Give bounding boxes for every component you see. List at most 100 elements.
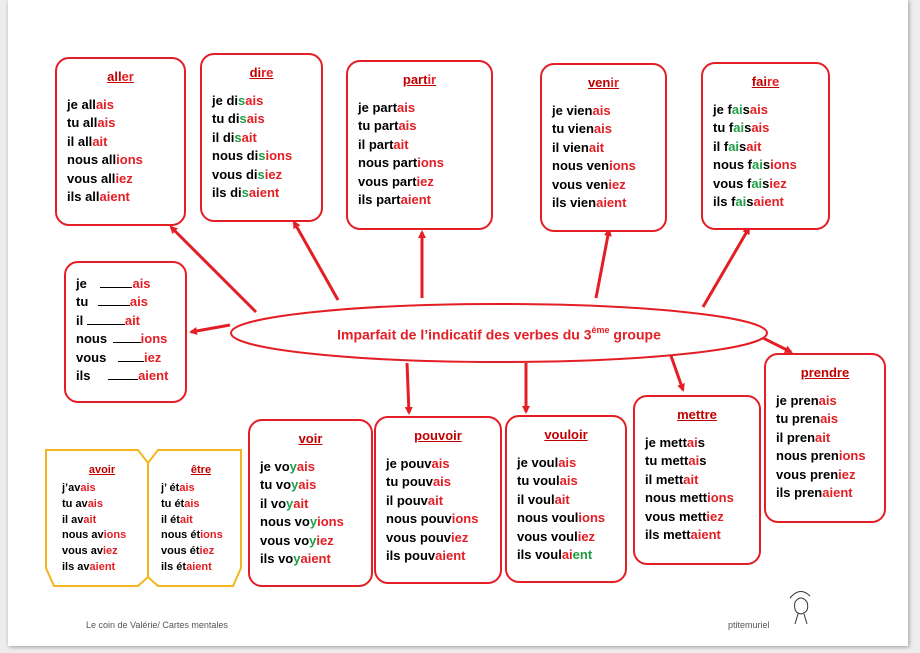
conj-line: il voulait [517,491,570,507]
conj-line: ils pouvaient [386,548,466,564]
verb-card-pouvoir: pouvoir je pouvais tu pouvais il pouvait… [374,416,502,584]
blank-line: vous iez [76,349,162,365]
conj-line: tu allais [67,115,116,131]
verb-card-voir: voir je voyais tu voyais il voyait nous … [248,419,373,587]
conj-line: ils étaient [161,560,212,573]
central-ellipse [230,303,768,363]
conj-line: vous voyiez [260,532,334,548]
arrow-mettre [668,352,685,392]
mind-map-page: Imparfait de l’indicatif des verbes du 3… [8,0,908,646]
conj-line: vous disiez [212,166,283,182]
conj-line: vous aviez [62,545,118,558]
conj-line: tu voulais [517,473,578,489]
verb-card-partir: partir je partais tu partais il partait … [346,60,493,230]
conj-line: il était [161,513,193,526]
book-page-avoir: avoir j’avais tu avais il avait nous avi… [62,464,142,576]
conj-line: nous prenions [776,448,866,464]
verb-card-prendre: prendre je prenais tu prenais il prenait… [764,353,886,523]
blank-line: il ait [76,312,141,328]
arrow-layer [45,220,811,625]
conj-line: nous avions [62,529,127,542]
conj-line: il prenait [776,429,831,445]
conj-line: tu étais [161,497,200,510]
conj-line: j’ étais [161,482,195,494]
conj-line: nous pouvions [386,511,479,527]
conj-line: je faisais [713,102,768,117]
book-page-etre: être j’ étais tu étais il était nous éti… [161,464,241,576]
conj-line: nous voyions [260,514,344,530]
footer-left: Le coin de Valérie/ Cartes mentales [86,620,228,630]
conj-line: ils mettaient [645,527,721,543]
conj-line: ils avaient [62,560,116,573]
arrow-faire [701,226,751,308]
conj-line: ils voulaient [517,547,593,563]
conj-line: tu prenais [776,411,839,427]
conj-line: vous preniez [776,466,856,482]
conj-line: il pouvait [386,492,444,508]
conj-line: vous pouviez [386,529,469,545]
verb-card-aller: aller je allais tu allais il allait nous… [55,57,186,226]
conj-line: il mettait [645,471,699,487]
conj-line: nous voulions [517,510,606,526]
conj-line: tu avais [62,497,103,510]
conj-line: nous mettions [645,490,734,506]
conj-line: il allait [67,133,108,149]
conj-line: ils prenaient [776,485,853,501]
conj-line: vous alliez [67,170,133,186]
footer-right: ptitemuriel [728,620,770,630]
conj-line: ils faisaient [713,194,784,210]
conj-line: il avait [62,513,97,526]
conj-line: nous disions [212,148,293,164]
conj-line: je voyais [260,459,315,474]
conj-line: vous vouliez [517,528,596,544]
conj-line: il voyait [260,495,309,511]
conj-line: tu voyais [260,477,317,493]
conj-line: je pouvais [386,456,450,471]
conj-line: je mettais [645,435,705,450]
conj-line: vous mettiez [645,508,724,524]
book-outline [45,449,242,587]
arrow-venir [594,228,612,299]
conj-line: nous partions [358,155,444,171]
conj-line: je disais [212,93,264,108]
conj-line: il vienait [552,139,605,155]
conj-line: je prenais [776,393,837,408]
doodle-icon [789,591,811,625]
verb-card-mettre: mettre je mettais tu mettais il mettait … [633,395,761,565]
blank-line: nous ions [76,331,168,347]
conj-line: je allais [67,97,115,112]
conj-line: il faisait [713,138,762,154]
blank-template-card: je ais tu ais il ait nous ions vous iez … [64,261,187,403]
conj-line: nous venions [552,158,636,174]
arrow-template [189,323,231,335]
conj-line: ils disaient [212,185,280,201]
conj-line: ils allaient [67,189,130,205]
conj-line: je vienais [552,103,611,118]
verb-card-faire: faire je faisais tu faisais il faisait n… [701,62,830,230]
conj-line: nous allions [67,152,143,168]
conj-line: tu faisais [713,120,770,136]
conj-line: tu partais [358,118,417,134]
conj-line: vous faisiez [713,175,787,191]
conj-line: vous étiez [161,545,215,558]
conj-line: il disait [212,129,257,145]
conj-line: nous faisions [713,157,797,173]
conj-line: tu mettais [645,453,707,469]
verb-card-dire: dire je disais tu disais il disait nous … [200,53,323,222]
conj-line: ils vienaient [552,195,627,211]
arrow-pouvoir [404,362,413,415]
arrow-dire [292,220,340,301]
blank-line: tu ais [76,294,148,310]
verb-card-venir: venir je vienais tu vienais il vienait n… [540,63,667,232]
verb-card-vouloir: vouloir je voulais tu voulais il voulait… [505,415,627,583]
conj-line: tu disais [212,111,265,127]
conj-line: il partait [358,136,409,152]
conj-line: vous veniez [552,176,626,192]
conj-line: je partais [358,100,416,115]
blank-line: je ais [76,276,151,291]
conj-line: vous partiez [358,173,434,189]
conj-line: tu pouvais [386,474,452,490]
conj-line: je voulais [517,455,577,470]
blank-line: ils aient [76,368,169,384]
conj-line: ils voyaient [260,551,331,567]
